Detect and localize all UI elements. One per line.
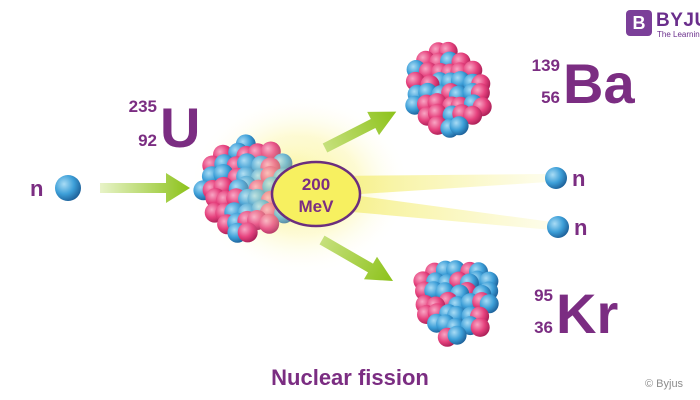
nucleon: [447, 325, 467, 345]
neutron-beam-upper: [330, 174, 548, 196]
krypton-mass-number: 95: [534, 286, 553, 305]
barium-atomic-number: 56: [541, 88, 560, 107]
krypton-symbol: Kr: [556, 282, 618, 345]
neutron-beam-lower: [330, 192, 552, 230]
incoming-neutron-label: n: [30, 176, 43, 201]
nucleon: [470, 317, 490, 337]
logo-tagline: The Learning App: [657, 30, 700, 39]
uranium-symbol: U: [160, 96, 200, 159]
emitted-neutron-label-1: n: [572, 166, 585, 191]
nucleon: [449, 116, 469, 136]
arrow-to-barium: [322, 111, 397, 153]
krypton-atomic-number: 36: [534, 318, 553, 337]
barium-nucleus: [405, 41, 492, 138]
incoming-arrow: [100, 173, 190, 203]
energy-ellipse: [270, 160, 362, 228]
krypton-nucleus: [413, 260, 499, 347]
emitted-neutron-ball-2: [547, 216, 569, 238]
arrow-to-krypton: [319, 235, 394, 281]
uranium-atomic-number: 92: [138, 131, 157, 150]
copyright-text: © Byjus: [645, 378, 684, 390]
logo-name: BYJU'S: [656, 10, 700, 31]
byjus-logo-icon: B: [626, 10, 652, 36]
incoming-neutron-ball: [55, 175, 81, 201]
diagram-title: Nuclear fission: [271, 365, 429, 390]
barium-mass-number: 139: [532, 56, 560, 75]
uranium-mass-number: 235: [129, 97, 157, 116]
nucleon: [463, 105, 483, 125]
emitted-neutron-label-2: n: [574, 215, 587, 240]
energy-value: 200: [302, 175, 330, 194]
emitted-neutron-ball-1: [545, 167, 567, 189]
barium-symbol: Ba: [563, 52, 635, 115]
energy-unit: MeV: [299, 197, 335, 216]
